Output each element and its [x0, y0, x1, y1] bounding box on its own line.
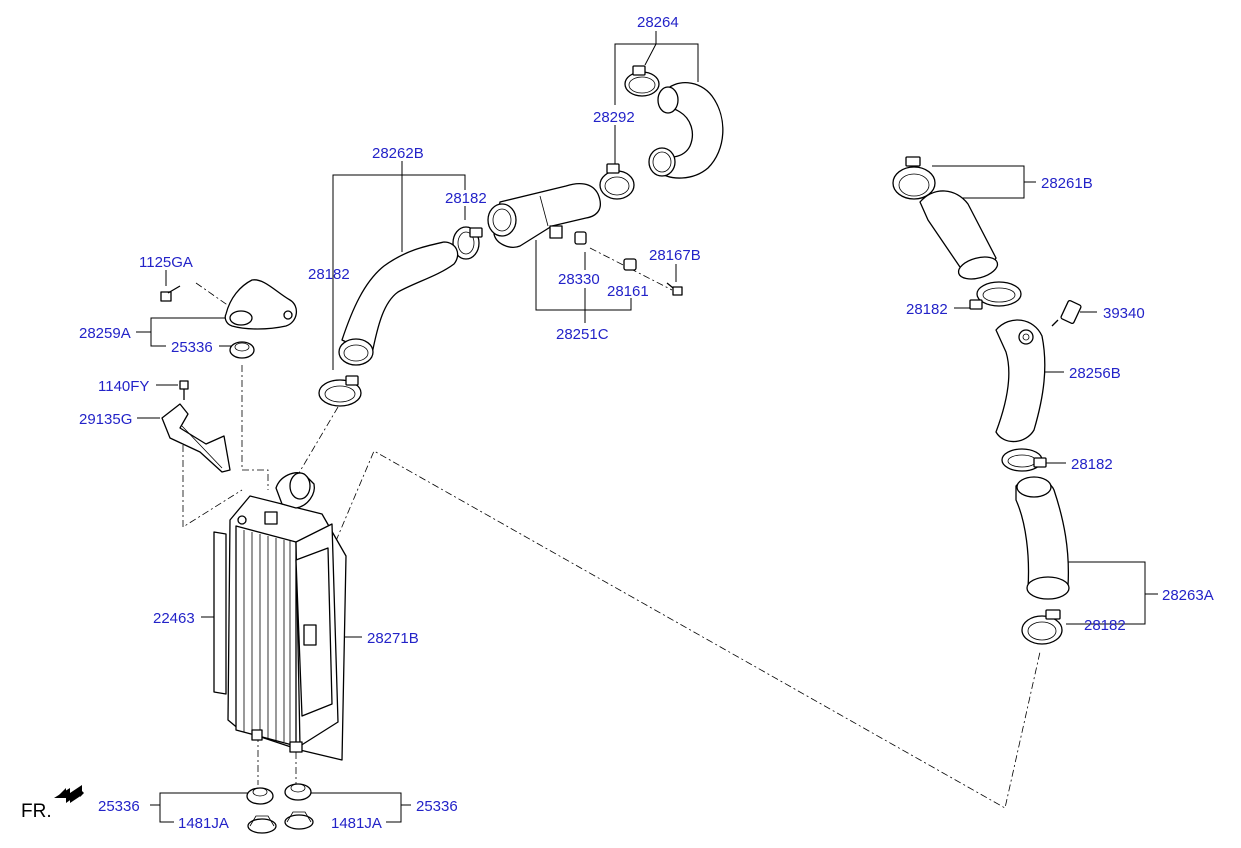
label-25336-bottom-right[interactable]: 25336	[416, 798, 458, 815]
label-28161[interactable]: 28161	[607, 283, 649, 300]
bottom-mounts-drawing	[246, 783, 314, 834]
clamp-28182-right2-drawing	[1001, 448, 1047, 472]
clamp-28261b-drawing	[892, 156, 936, 200]
bracket-28259a-drawing	[160, 279, 297, 330]
label-28182-left[interactable]: 28182	[308, 266, 350, 283]
label-1140fy[interactable]: 1140FY	[98, 378, 149, 395]
clamp-28264-drawing	[624, 65, 660, 97]
sensor-39340-drawing	[1051, 299, 1082, 327]
hose-28263a-drawing	[1015, 476, 1070, 600]
pipe-28251c-drawing	[487, 182, 601, 248]
label-22463[interactable]: 22463	[153, 610, 195, 627]
clamp-28182-left-drawing	[318, 375, 362, 407]
label-25336-upper[interactable]: 25336	[171, 339, 213, 356]
label-28261b[interactable]: 28261B	[1041, 175, 1093, 192]
hose-28261b-drawing	[919, 190, 999, 280]
label-28330[interactable]: 28330	[558, 271, 600, 288]
clamp-28182-top-drawing	[452, 226, 483, 260]
label-28182-top[interactable]: 28182	[445, 190, 487, 207]
intercooler-28271b-drawing	[227, 472, 347, 761]
label-28251c[interactable]: 28251C	[556, 326, 609, 343]
front-direction-label: FR.	[21, 801, 52, 822]
label-1125ga[interactable]: 1125GA	[139, 254, 193, 271]
front-direction-arrow-icon	[54, 785, 84, 803]
label-39340[interactable]: 39340	[1103, 305, 1145, 322]
label-28271b[interactable]: 28271B	[367, 630, 419, 647]
label-28292[interactable]: 28292	[593, 109, 635, 126]
hose-28256b-drawing	[995, 319, 1046, 443]
label-28262b[interactable]: 28262B	[372, 145, 424, 162]
hose-28262b-drawing	[338, 241, 459, 366]
clamp-28292-drawing	[599, 163, 635, 200]
label-25336-bottom-left[interactable]: 25336	[98, 798, 140, 815]
hose-28264-drawing	[648, 82, 724, 179]
label-1481ja-left[interactable]: 1481JA	[178, 815, 229, 832]
seal-22463-drawing	[213, 531, 227, 695]
label-28182-right2[interactable]: 28182	[1071, 456, 1113, 473]
label-29135g[interactable]: 29135G	[79, 411, 132, 428]
label-28182-right1[interactable]: 28182	[906, 301, 948, 318]
grommet-25336-upper-drawing	[229, 341, 255, 359]
label-28263a[interactable]: 28263A	[1162, 587, 1214, 604]
label-28256b[interactable]: 28256B	[1069, 365, 1121, 382]
label-28182-right3[interactable]: 28182	[1084, 617, 1126, 634]
clamp-28182-right1-drawing	[969, 281, 1022, 310]
bracket-29135g-drawing	[161, 380, 231, 473]
label-28259a[interactable]: 28259A	[79, 325, 131, 342]
clamp-28182-right3-drawing	[1021, 609, 1063, 645]
label-1481ja-right[interactable]: 1481JA	[331, 815, 382, 832]
fittings-drawing	[574, 231, 683, 296]
label-28264[interactable]: 28264	[637, 14, 679, 31]
label-28167b[interactable]: 28167B	[649, 247, 701, 264]
